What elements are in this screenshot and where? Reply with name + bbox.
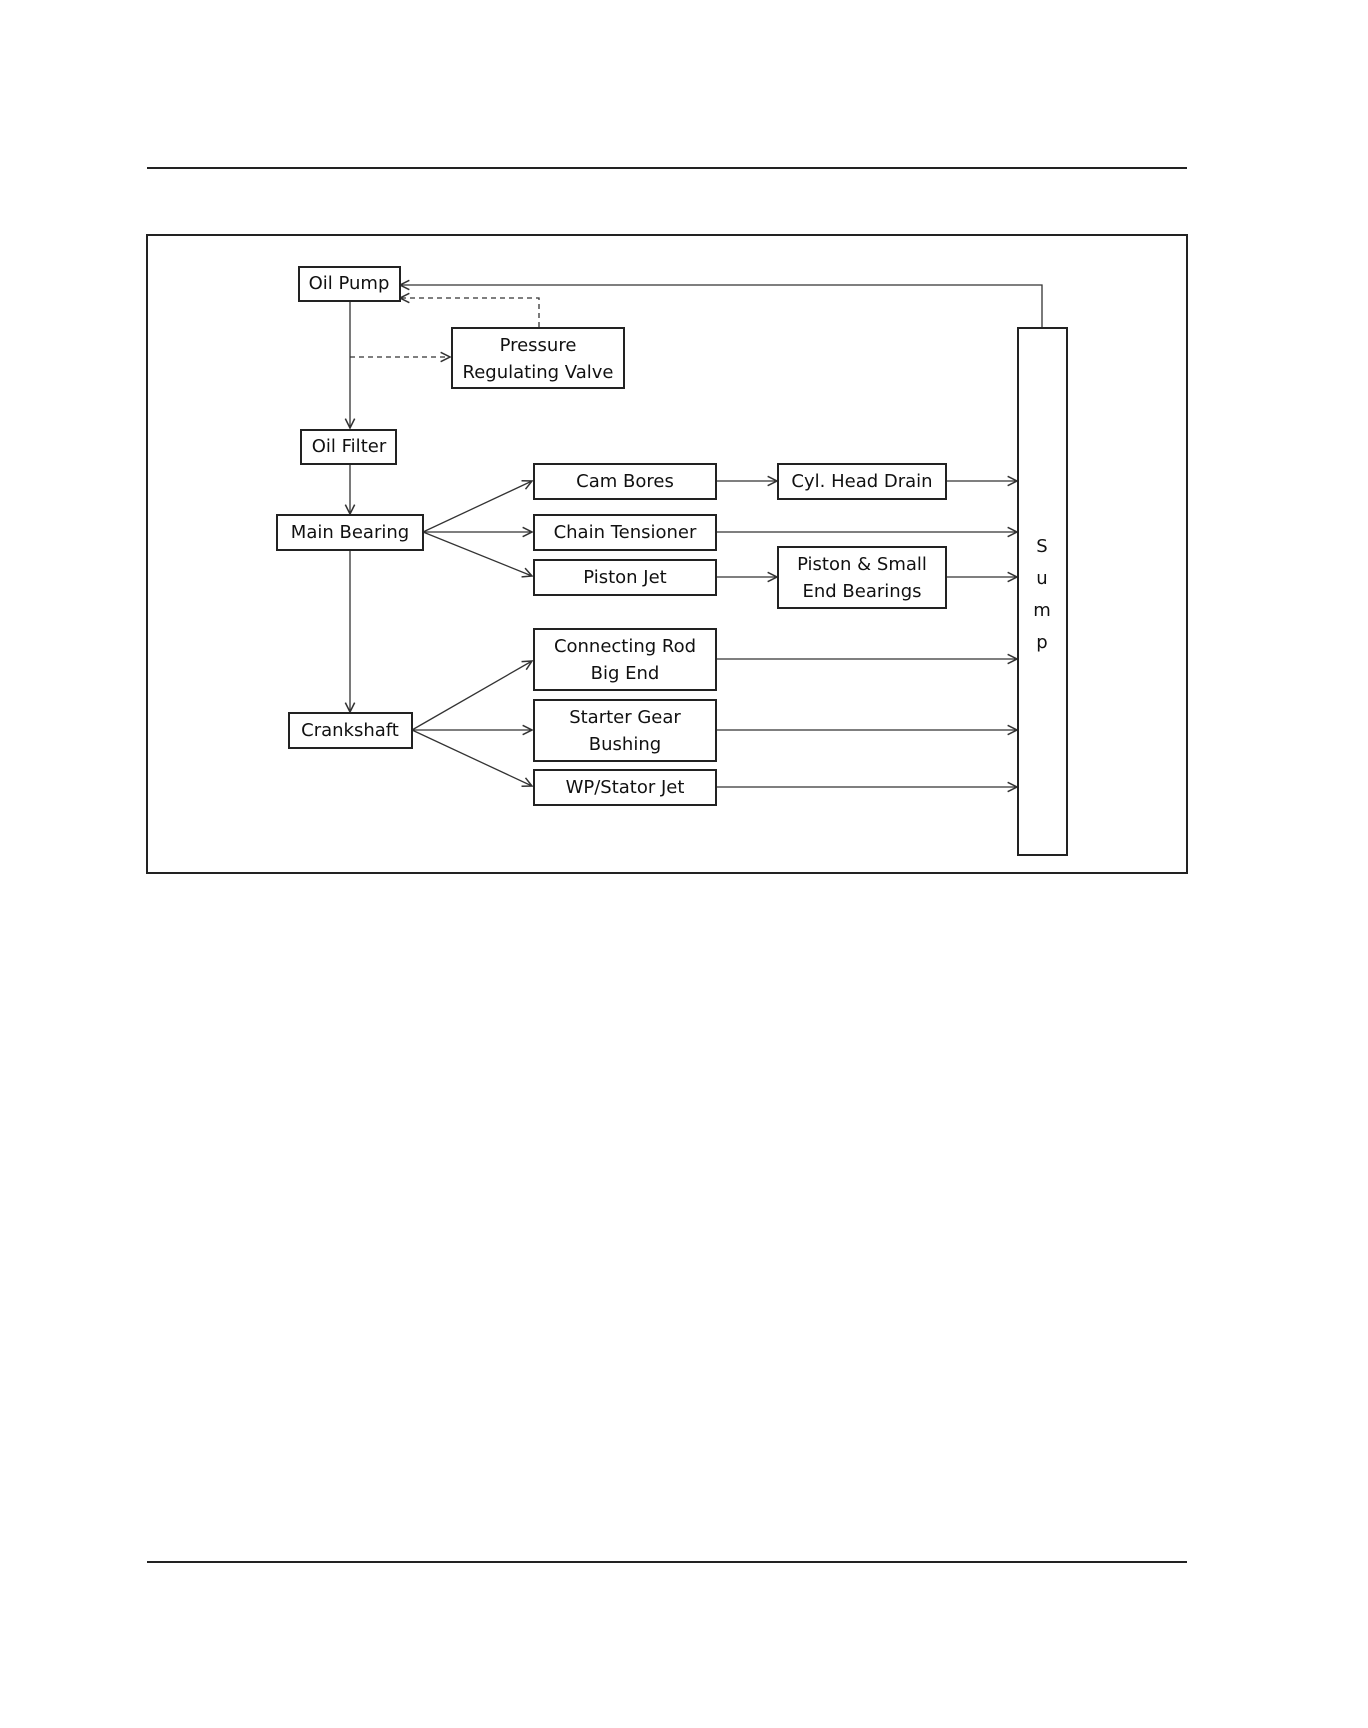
connecting-rod-label-line2: Big End: [591, 663, 660, 684]
node-sump: S u m p: [1018, 328, 1067, 855]
starter-gear-label-line1: Starter Gear: [569, 707, 681, 728]
node-cam-bores: Cam Bores: [534, 464, 716, 499]
oil-filter-label: Oil Filter: [312, 436, 387, 457]
edge-sump-to-pump: [400, 285, 1042, 327]
sump-letter-1: S: [1036, 536, 1047, 557]
pressure-valve-label-line1: Pressure: [500, 335, 577, 356]
pressure-valve-label-line2: Regulating Valve: [463, 362, 614, 383]
starter-gear-label-line2: Bushing: [589, 734, 661, 755]
node-pressure-regulating-valve: Pressure Regulating Valve: [452, 328, 624, 388]
sump-letter-3: m: [1033, 600, 1051, 621]
crankshaft-label: Crankshaft: [301, 720, 399, 741]
node-chain-tensioner: Chain Tensioner: [534, 515, 716, 550]
edge-main-bearing-to-piston-jet: [423, 532, 532, 576]
node-piston-jet: Piston Jet: [534, 560, 716, 595]
piston-small-end-label-line2: End Bearings: [803, 581, 922, 602]
main-bearing-label: Main Bearing: [291, 522, 409, 543]
piston-jet-label: Piston Jet: [583, 567, 666, 588]
wp-stator-jet-label: WP/Stator Jet: [566, 777, 685, 798]
node-starter-gear-bushing: Starter Gear Bushing: [534, 700, 716, 761]
edge-crankshaft-to-conrod: [412, 661, 532, 730]
node-connecting-rod-big-end: Connecting Rod Big End: [534, 629, 716, 690]
sump-letter-2: u: [1036, 568, 1047, 589]
node-wp-stator-jet: WP/Stator Jet: [534, 770, 716, 805]
cyl-head-drain-label: Cyl. Head Drain: [791, 471, 932, 492]
oil-pump-label: Oil Pump: [309, 273, 390, 294]
node-oil-filter: Oil Filter: [301, 430, 396, 464]
node-cyl-head-drain: Cyl. Head Drain: [778, 464, 946, 499]
piston-small-end-label-line1: Piston & Small: [797, 554, 927, 575]
edge-main-bearing-to-cam-bores: [423, 481, 532, 532]
edge-valve-to-pump: [400, 298, 539, 327]
node-main-bearing: Main Bearing: [277, 515, 423, 550]
chain-tensioner-label: Chain Tensioner: [554, 522, 697, 543]
node-crankshaft: Crankshaft: [289, 713, 412, 748]
sump-letter-4: p: [1036, 632, 1047, 653]
connecting-rod-label-line1: Connecting Rod: [554, 636, 696, 657]
edge-crankshaft-to-wp-stator: [412, 730, 532, 786]
node-piston-small-end-bearings: Piston & Small End Bearings: [778, 547, 946, 608]
cam-bores-label: Cam Bores: [576, 471, 674, 492]
node-oil-pump: Oil Pump: [299, 267, 400, 301]
